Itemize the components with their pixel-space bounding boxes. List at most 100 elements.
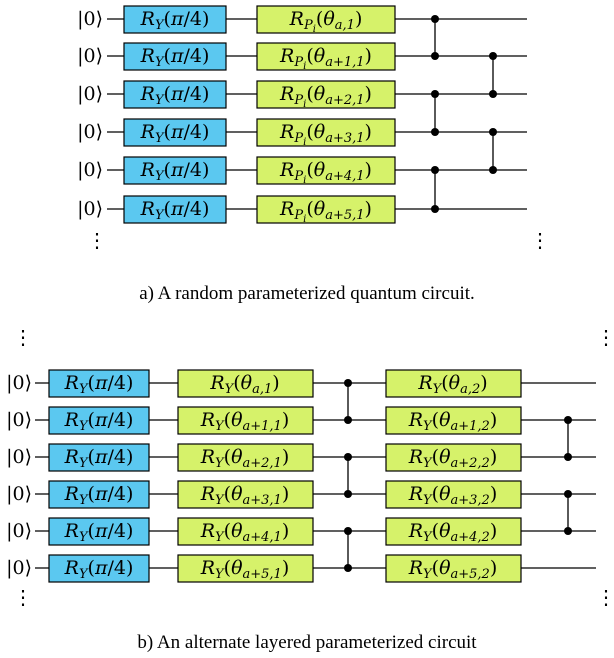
ket-zero-b-3: |0⟩ — [6, 483, 32, 505]
ket-zero-a-3: |0⟩ — [77, 121, 103, 143]
ry-theta2-gate-b-0 — [385, 369, 522, 398]
ry-pi4-gate-a-3 — [123, 118, 227, 147]
cz-b-45-target-dot — [344, 564, 352, 572]
ry-pi4-label-a-5: RY(π/4) — [140, 198, 210, 223]
rp-gate-a-4 — [256, 156, 396, 185]
ry-theta1-gate-b-0 — [177, 369, 314, 398]
ry-theta2-gate-b-1 — [385, 406, 522, 435]
ket-zero-a-1: |0⟩ — [77, 45, 103, 67]
ry-pi4-gate-b-4 — [48, 517, 150, 546]
ry-theta1-label-b-1: RY(θa+1,1) — [200, 409, 290, 434]
caption-b: b) An alternate layered parameterized ci… — [137, 632, 477, 653]
ry-theta1-gate-b-2 — [177, 443, 314, 472]
cz-b-23-control-dot — [344, 453, 352, 461]
ry-pi4-label-b-0: RY(π/4) — [64, 372, 134, 397]
ry-theta2-label-b-0: RY(θa,2) — [417, 372, 487, 397]
ry-pi4-label-a-2: RY(π/4) — [140, 83, 210, 108]
cz-b-23-target-dot — [344, 490, 352, 498]
ry-theta2-gate-b-3 — [385, 480, 522, 509]
cz-b-01-target-dot — [344, 416, 352, 424]
caption-a: a) A random parameterized quantum circui… — [139, 283, 475, 304]
rp-gate-label-a-1: RPi(θa+1,1) — [279, 45, 372, 72]
vdots-b-top-right: ⋮ — [596, 325, 614, 349]
rp-gate-label-a-3: RPi(θa+3,1) — [279, 121, 372, 148]
ket-zero-b-4: |0⟩ — [6, 520, 32, 542]
rp-gate-a-0 — [256, 5, 396, 34]
ket-zero-a-4: |0⟩ — [77, 159, 103, 181]
ry-pi4-gate-b-0 — [48, 369, 150, 398]
ry-pi4-label-b-2: RY(π/4) — [64, 446, 134, 471]
ry-pi4-label-b-3: RY(π/4) — [64, 483, 134, 508]
cz-b-12-control-dot — [564, 416, 572, 424]
rp-gate-label-a-0: RPi(θa,1) — [289, 8, 363, 35]
ry-theta1-label-b-5: RY(θa+5,1) — [200, 557, 290, 582]
ry-theta2-gate-b-5 — [385, 554, 522, 583]
cz-a-45-control-dot — [431, 166, 439, 174]
cz-a-45-target-dot — [431, 205, 439, 213]
ry-pi4-gate-a-5 — [123, 195, 227, 224]
ry-theta1-label-b-2: RY(θa+2,1) — [200, 446, 290, 471]
ry-pi4-gate-a-1 — [123, 42, 227, 71]
rp-gate-label-a-5: RPi(θa+5,1) — [279, 198, 372, 225]
ket-zero-b-5: |0⟩ — [6, 557, 32, 579]
ry-pi4-label-a-4: RY(π/4) — [140, 159, 210, 184]
cz-a-23-control-dot — [431, 90, 439, 98]
rp-gate-a-5 — [256, 195, 396, 224]
cz-a-23-target-dot — [431, 128, 439, 136]
ry-pi4-gate-a-0 — [123, 5, 227, 34]
ry-theta2-label-b-1: RY(θa+1,2) — [408, 409, 498, 434]
ry-theta2-label-b-4: RY(θa+4,2) — [408, 520, 498, 545]
rp-gate-label-a-2: RPi(θa+2,1) — [279, 83, 372, 110]
ry-pi4-gate-b-1 — [48, 406, 150, 435]
ry-pi4-label-b-5: RY(π/4) — [64, 557, 134, 582]
cz-b-12-target-dot — [564, 453, 572, 461]
ry-pi4-label-b-1: RY(π/4) — [64, 409, 134, 434]
ry-theta1-label-b-4: RY(θa+4,1) — [200, 520, 290, 545]
ry-theta2-label-b-3: RY(θa+3,2) — [408, 483, 498, 508]
ket-zero-a-0: |0⟩ — [77, 8, 103, 30]
vdots-b-bottom-right: ⋮ — [596, 585, 614, 609]
ry-pi4-label-b-4: RY(π/4) — [64, 520, 134, 545]
ry-theta2-label-b-2: RY(θa+2,2) — [408, 446, 498, 471]
ry-pi4-gate-b-3 — [48, 480, 150, 509]
circuit-b: |0⟩ RY(π/4) RY(θa,1) RY(θa,2) |0⟩ RY(π/4) RY(θ… — [6, 325, 614, 609]
ry-theta1-gate-b-4 — [177, 517, 314, 546]
vdots-a-left: ⋮ — [87, 228, 107, 252]
ry-theta2-gate-b-2 — [385, 443, 522, 472]
vdots-b-bottom-left: ⋮ — [13, 585, 33, 609]
ket-zero-b-0: |0⟩ — [6, 372, 32, 394]
rp-gate-a-3 — [256, 118, 396, 147]
rp-gate-a-2 — [256, 80, 396, 109]
ry-theta1-gate-b-1 — [177, 406, 314, 435]
ry-theta1-gate-b-3 — [177, 480, 314, 509]
ry-theta1-label-b-0: RY(θa,1) — [209, 372, 279, 397]
cz-b-45-control-dot — [344, 527, 352, 535]
cz-b-01-control-dot — [344, 379, 352, 387]
ry-theta1-gate-b-5 — [177, 554, 314, 583]
ry-pi4-gate-b-5 — [48, 554, 150, 583]
cz-a-01-control-dot — [431, 15, 439, 23]
ry-pi4-label-a-1: RY(π/4) — [140, 45, 210, 70]
rp-gate-label-a-4: RPi(θa+4,1) — [279, 159, 372, 186]
cz-a-34-target-dot — [489, 166, 497, 174]
ket-zero-a-2: |0⟩ — [77, 83, 103, 105]
cz-a-34-control-dot — [489, 128, 497, 136]
ket-zero-a-5: |0⟩ — [77, 198, 103, 220]
vdots-a-right: ⋮ — [530, 228, 550, 252]
rp-gate-a-1 — [256, 42, 396, 71]
circuit-a: |0⟩ RY(π/4) RPi(θa,1) |0⟩ RY(π/4) RPi(θa+1,1)… — [77, 5, 550, 252]
vdots-b-top-left: ⋮ — [13, 325, 33, 349]
ry-pi4-gate-a-2 — [123, 80, 227, 109]
ry-theta1-label-b-3: RY(θa+3,1) — [200, 483, 290, 508]
ry-pi4-gate-b-2 — [48, 443, 150, 472]
ket-zero-b-2: |0⟩ — [6, 446, 32, 468]
ry-theta2-label-b-5: RY(θa+5,2) — [408, 557, 498, 582]
cz-b-34-control-dot — [564, 490, 572, 498]
ry-pi4-label-a-3: RY(π/4) — [140, 121, 210, 146]
ry-pi4-gate-a-4 — [123, 156, 227, 185]
ket-zero-b-1: |0⟩ — [6, 409, 32, 431]
cz-a-01-target-dot — [431, 52, 439, 60]
cz-a-12-target-dot — [489, 90, 497, 98]
ry-pi4-label-a-0: RY(π/4) — [140, 8, 210, 33]
